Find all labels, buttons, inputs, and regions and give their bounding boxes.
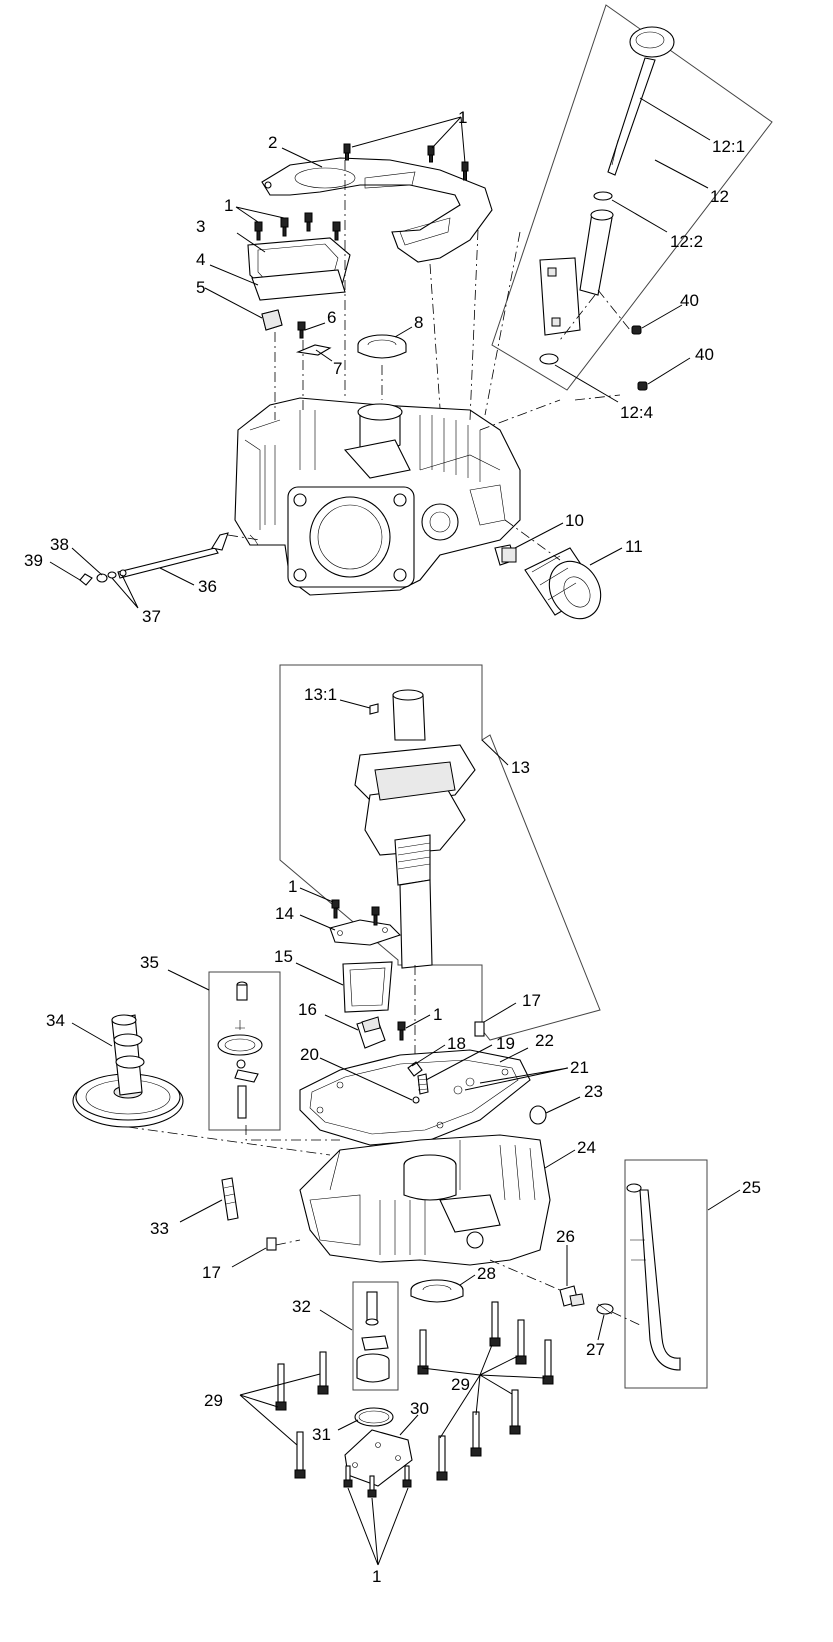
- callout-21: 21: [570, 1058, 589, 1077]
- callout-6: 6: [327, 308, 336, 327]
- callout-18: 18: [447, 1034, 466, 1053]
- callout-3: 3: [196, 217, 205, 236]
- cover-plate-assembly: [247, 212, 351, 301]
- callout-33: 33: [150, 1219, 169, 1238]
- breather-hose-25: [611, 1159, 708, 1389]
- callout-28: 28: [477, 1264, 496, 1283]
- gasket-15: [342, 961, 393, 1013]
- engine-block: [234, 397, 521, 596]
- callout-22: 22: [535, 1031, 554, 1050]
- callout-39: 39: [24, 551, 43, 570]
- callout-1e: 1: [372, 1567, 381, 1586]
- bolts-29: [275, 1301, 554, 1481]
- callout-11: 11: [625, 537, 643, 556]
- callout-24: 24: [577, 1138, 596, 1157]
- engine-bracket: [261, 157, 493, 263]
- callout-labels: 1 2 1 3 4 5 6 7 8 12:1 12 12:2 40 40 12:…: [24, 108, 761, 1586]
- callout-17a: 17: [522, 991, 541, 1010]
- callout-1b: 1: [224, 196, 233, 215]
- callout-12-4: 12:4: [620, 403, 653, 422]
- callout-12-2: 12:2: [670, 232, 703, 251]
- callout-29b: 29: [451, 1375, 470, 1394]
- callout-1c: 1: [288, 877, 297, 896]
- callout-10: 10: [565, 511, 584, 530]
- callout-27: 27: [586, 1340, 605, 1359]
- callout-36: 36: [198, 577, 217, 596]
- part-16: [356, 1016, 406, 1049]
- ring-31: [354, 1407, 394, 1427]
- callout-12-1: 12:1: [712, 137, 745, 156]
- callout-25: 25: [742, 1178, 761, 1197]
- callout-1a: 1: [458, 108, 467, 127]
- screws-1-bottom: [343, 1465, 412, 1498]
- callout-38: 38: [50, 535, 69, 554]
- callout-40a: 40: [680, 291, 699, 310]
- callout-34: 34: [46, 1011, 65, 1030]
- callout-16: 16: [298, 1000, 317, 1019]
- callout-4: 4: [196, 250, 205, 269]
- cover-plate-14: [329, 899, 402, 946]
- callout-20: 20: [300, 1045, 319, 1064]
- callout-40b: 40: [695, 345, 714, 364]
- oil-filter: [494, 544, 602, 620]
- top-guide-lines: [274, 160, 631, 561]
- callout-1d: 1: [433, 1005, 442, 1024]
- oil-pump-32: [352, 1281, 399, 1391]
- camshaft-34: [72, 1014, 331, 1156]
- fitting-27: [596, 1303, 614, 1315]
- callout-8: 8: [414, 313, 423, 332]
- cover-plate-30: [344, 1429, 413, 1487]
- oil-seal-28: [410, 1279, 464, 1303]
- callout-30: 30: [410, 1399, 429, 1418]
- callout-13: 13: [511, 758, 530, 777]
- callout-35: 35: [140, 953, 159, 972]
- part-33: [221, 1177, 239, 1221]
- callout-7: 7: [333, 359, 342, 378]
- dowel-17: [266, 1237, 301, 1251]
- bolts-40: [631, 325, 648, 391]
- callout-31: 31: [312, 1425, 331, 1444]
- callout-32: 32: [292, 1297, 311, 1316]
- callout-5: 5: [196, 278, 205, 297]
- governor-assembly: [208, 971, 340, 1141]
- callout-26: 26: [556, 1227, 575, 1246]
- dipstick-assembly: [484, 4, 773, 416]
- callout-19: 19: [496, 1034, 515, 1053]
- crankcase-gasket: [299, 1021, 547, 1146]
- leader-lines: [49, 97, 741, 1566]
- callout-23: 23: [584, 1082, 603, 1101]
- sensor-26: [489, 1259, 585, 1307]
- crankshaft-assembly: [279, 664, 601, 1060]
- callout-15: 15: [274, 947, 293, 966]
- callout-12: 12: [710, 187, 729, 206]
- callout-29a: 29: [204, 1391, 223, 1410]
- callout-17b: 17: [202, 1263, 221, 1282]
- crankcase-sump: [299, 1134, 551, 1266]
- callout-2: 2: [268, 133, 277, 152]
- callout-14: 14: [275, 904, 294, 923]
- small-parts-top: [261, 309, 407, 359]
- callout-37: 37: [142, 607, 161, 626]
- governor-shaft: [79, 532, 261, 586]
- callout-13-1: 13:1: [304, 685, 337, 704]
